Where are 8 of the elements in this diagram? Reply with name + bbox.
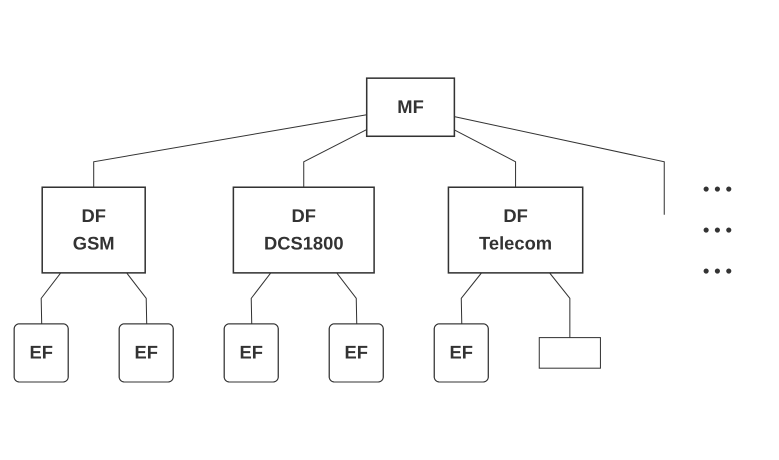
ellipsis-text: • • •: [703, 260, 733, 282]
node-box: DF DCS1800: [232, 186, 375, 274]
node-box: MF: [366, 77, 456, 137]
node-box: DF Telecom: [448, 186, 584, 274]
node-box: [538, 337, 601, 369]
ellipsis-text: • • •: [703, 178, 733, 200]
node-box: DF GSM: [41, 186, 146, 274]
ellipsis-text: • • •: [703, 220, 733, 240]
